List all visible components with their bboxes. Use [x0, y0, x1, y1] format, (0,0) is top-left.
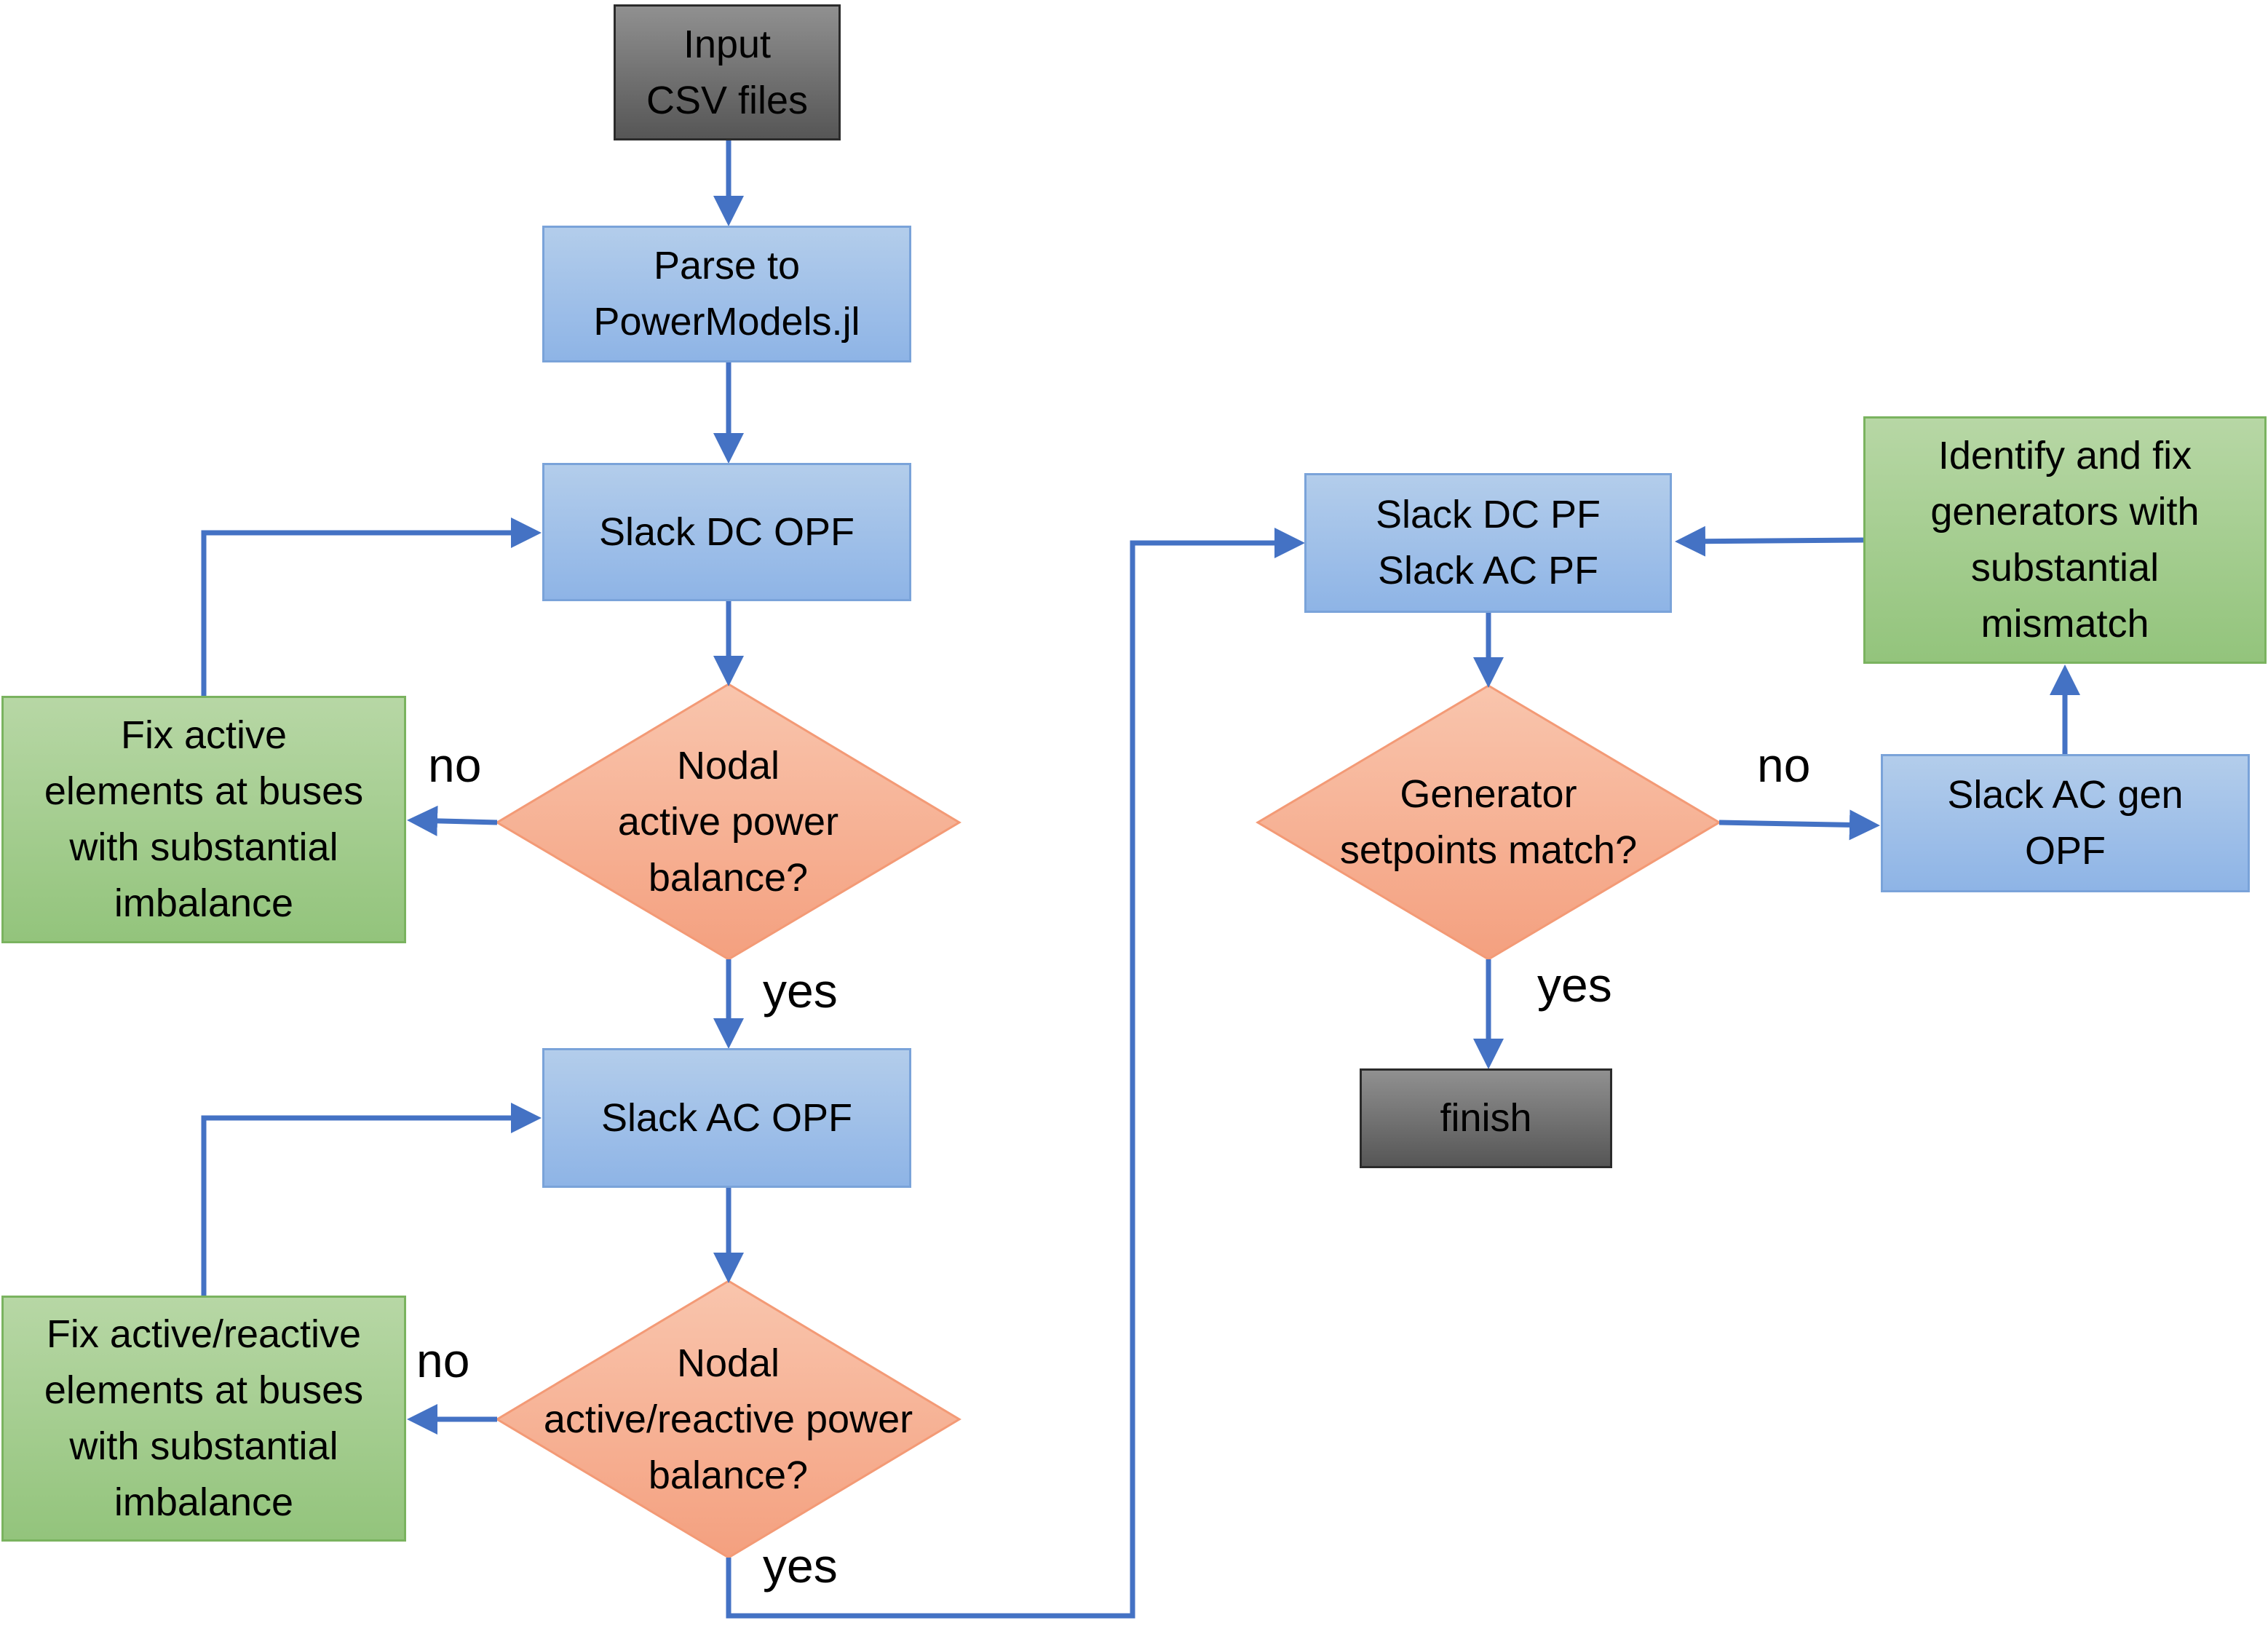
node-text-line: PowerModels.jl — [593, 300, 860, 344]
edge-fix-active-to-dc-opf — [201, 517, 542, 696]
node-text-line: mismatch — [1980, 602, 2149, 646]
node-text-line: with substantial — [69, 1424, 338, 1468]
edge-fix-reactive-to-ac-opf — [201, 1103, 542, 1296]
node-text-line: elements at buses — [44, 769, 364, 813]
slack-ac-opf-node: Slack AC OPF — [542, 1048, 911, 1188]
node-text-line: elements at buses — [44, 1368, 364, 1412]
node-text-line: CSV files — [646, 78, 809, 122]
node-text-line: Slack AC PF — [1377, 549, 1599, 592]
label-yes-gen: yes — [1537, 958, 1612, 1012]
edge-decision-to-pf — [726, 528, 1305, 1619]
label-no-reactive: no — [416, 1333, 470, 1387]
parse-to-powermodels-node: Parse to PowerModels.jl — [542, 226, 911, 362]
slack-dc-ac-pf-node: Slack DC PF Slack AC PF — [1304, 473, 1672, 613]
label-no-gen: no — [1757, 738, 1811, 792]
node-text-line: generators with — [1930, 490, 2200, 534]
node-text-line: substantial — [1970, 546, 2160, 590]
node-text-line: Parse to — [653, 244, 801, 287]
node-text-line: Fix active/reactive — [46, 1312, 362, 1356]
label-no-active: no — [428, 738, 482, 792]
edge-decision-to-gen-opf — [1718, 809, 1880, 841]
label-yes-reactive: yes — [763, 1539, 838, 1593]
decision-reactive-power-shape — [495, 1280, 961, 1559]
decision-active-power-shape — [495, 683, 961, 961]
node-text-line: Fix active — [120, 713, 288, 757]
finish-node: finish — [1360, 1068, 1612, 1168]
node-text-line: Slack AC OPF — [600, 1095, 853, 1140]
node-text-line: OPF — [2024, 829, 2106, 873]
node-text-line: Input — [683, 22, 772, 66]
fix-active-elements-node: Fix active elements at buses with substant… — [1, 696, 406, 943]
identify-fix-generators-node: Identify and fix generators with substanti… — [1863, 416, 2267, 664]
node-text-line: finish — [1440, 1096, 1532, 1140]
node-text-line: Slack DC OPF — [598, 509, 855, 554]
node-text-line: Slack AC gen — [1947, 773, 2184, 817]
node-text-line: imbalance — [114, 881, 294, 925]
node-text-line: with substantial — [69, 825, 338, 869]
edge-decision-to-fix-active — [407, 805, 498, 836]
node-text-line: imbalance — [114, 1480, 294, 1524]
fix-active-reactive-elements-node: Fix active/reactive elements at buses with… — [1, 1296, 406, 1542]
slack-dc-opf-node: Slack DC OPF — [542, 463, 911, 601]
label-yes-active: yes — [763, 964, 838, 1018]
node-text-line: Identify and fix — [1938, 434, 2192, 477]
edge-identify-to-pf — [1675, 526, 1864, 557]
node-text-line: Slack DC PF — [1375, 493, 1601, 536]
decision-gen-setpoints-shape — [1256, 684, 1721, 961]
